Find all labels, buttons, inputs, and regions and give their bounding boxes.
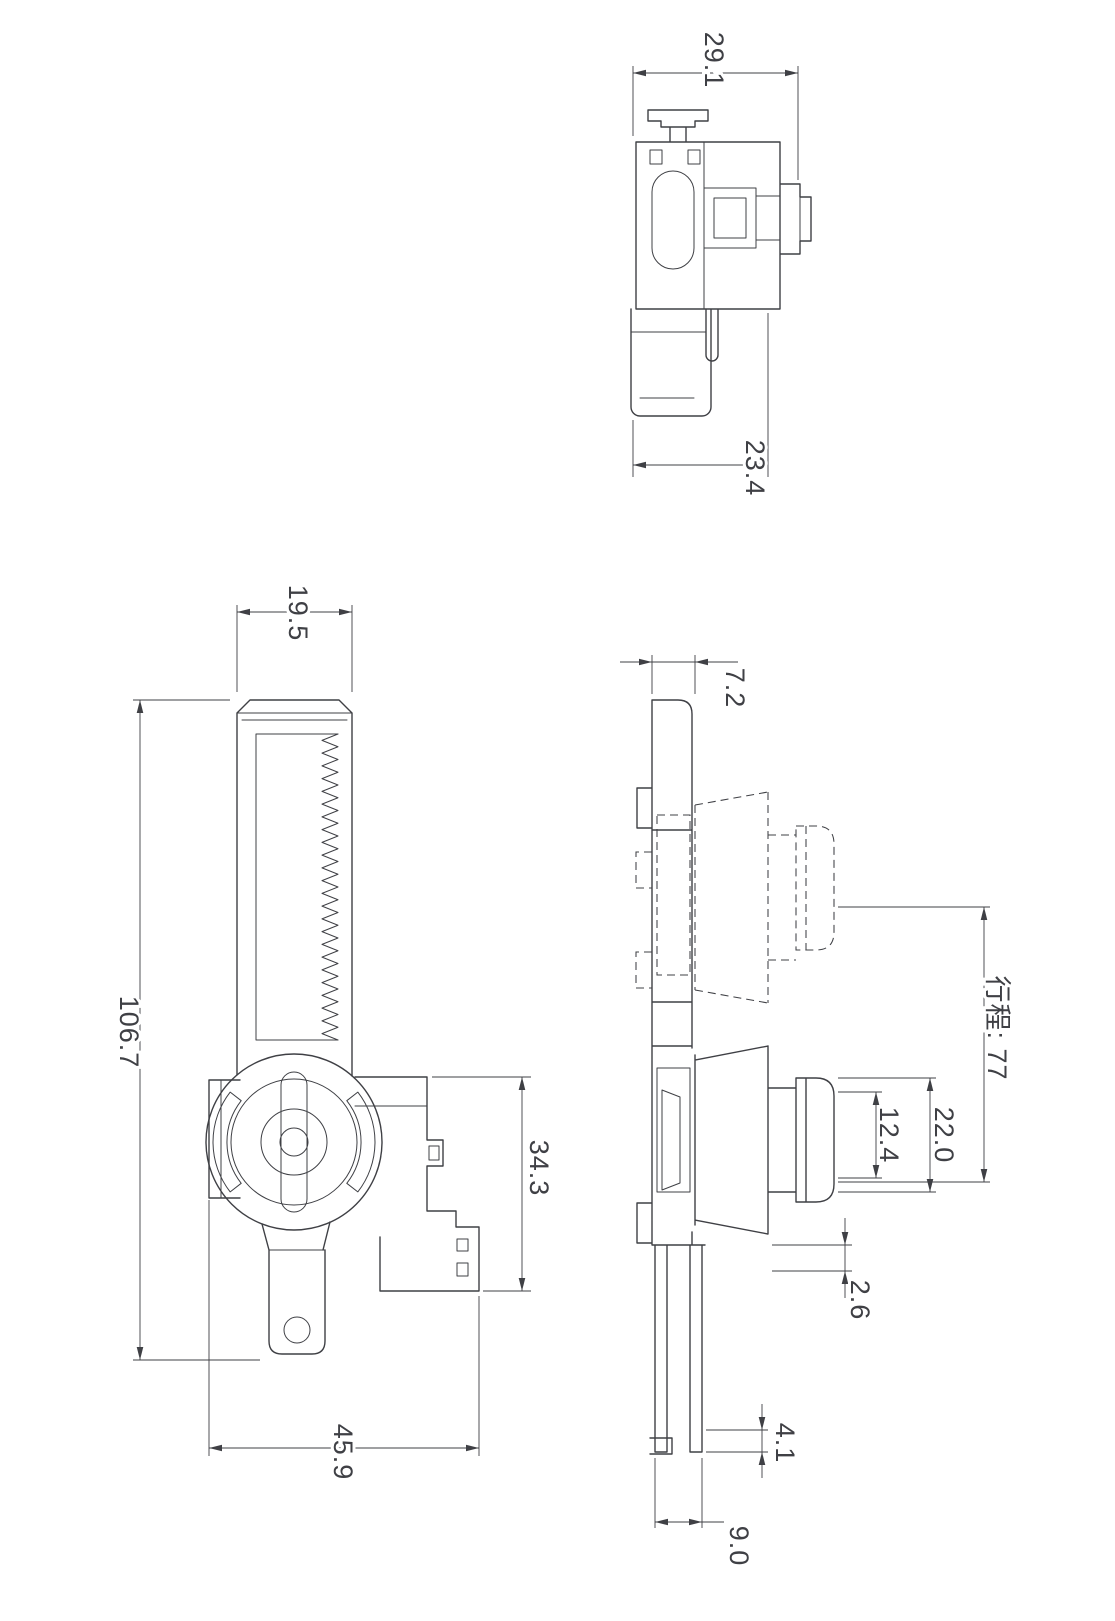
dim-label-stroke-travel: 行程: 77	[982, 975, 1012, 1080]
top-view-detail-lines	[630, 141, 801, 399]
dim-label-34-3: 34.3	[524, 1140, 554, 1197]
dim-label-9-0: 9.0	[724, 1526, 754, 1567]
dim-label-7-2: 7.2	[720, 668, 750, 709]
rack-teeth	[321, 733, 339, 1041]
tongue-hole	[283, 1316, 311, 1344]
side-view-detail-lines	[656, 1067, 691, 1193]
dim-label-22-0: 22.0	[929, 1107, 959, 1164]
front-view-part-outline	[208, 699, 480, 1355]
cam-hub-circle	[260, 1108, 328, 1176]
dim-label-19-5: 19.5	[283, 585, 313, 642]
cam-center-hole	[279, 1127, 309, 1157]
side-view-hidden-lines	[635, 791, 835, 1004]
top-view: 29.1 23.4	[630, 29, 812, 499]
dim-label-12-4: 12.4	[874, 1107, 904, 1164]
cam-outer-circle	[205, 1053, 383, 1231]
top-view-part-outline	[630, 109, 812, 417]
front-view: 19.5 106.7 34.3 45.9	[111, 582, 557, 1484]
top-view-dimensions: 29.1 23.4	[632, 29, 799, 499]
dim-label-106-7: 106.7	[114, 996, 144, 1069]
side-view-part-outline	[636, 699, 835, 1455]
side-view-dimensions: 7.2 行程: 77 22.0 12.4 2.6 4.1 9.0	[620, 655, 1015, 1569]
dim-label-29-1: 29.1	[699, 32, 729, 89]
dim-label-4-1: 4.1	[770, 1423, 800, 1464]
dim-label-2-6: 2.6	[845, 1280, 875, 1321]
front-view-extension-lines	[133, 605, 531, 1456]
front-view-detail-lines	[212, 712, 469, 1277]
side-view: 7.2 行程: 77 22.0 12.4 2.6 4.1 9.0	[620, 655, 1015, 1569]
top-view-extension-lines	[632, 66, 799, 477]
cam-mid-circle	[230, 1078, 358, 1206]
dim-label-45-9: 45.9	[328, 1424, 358, 1481]
dim-label-23-4: 23.4	[740, 440, 770, 497]
side-view-extension-lines	[651, 655, 990, 1528]
front-view-dimensions: 19.5 106.7 34.3 45.9	[111, 582, 557, 1484]
